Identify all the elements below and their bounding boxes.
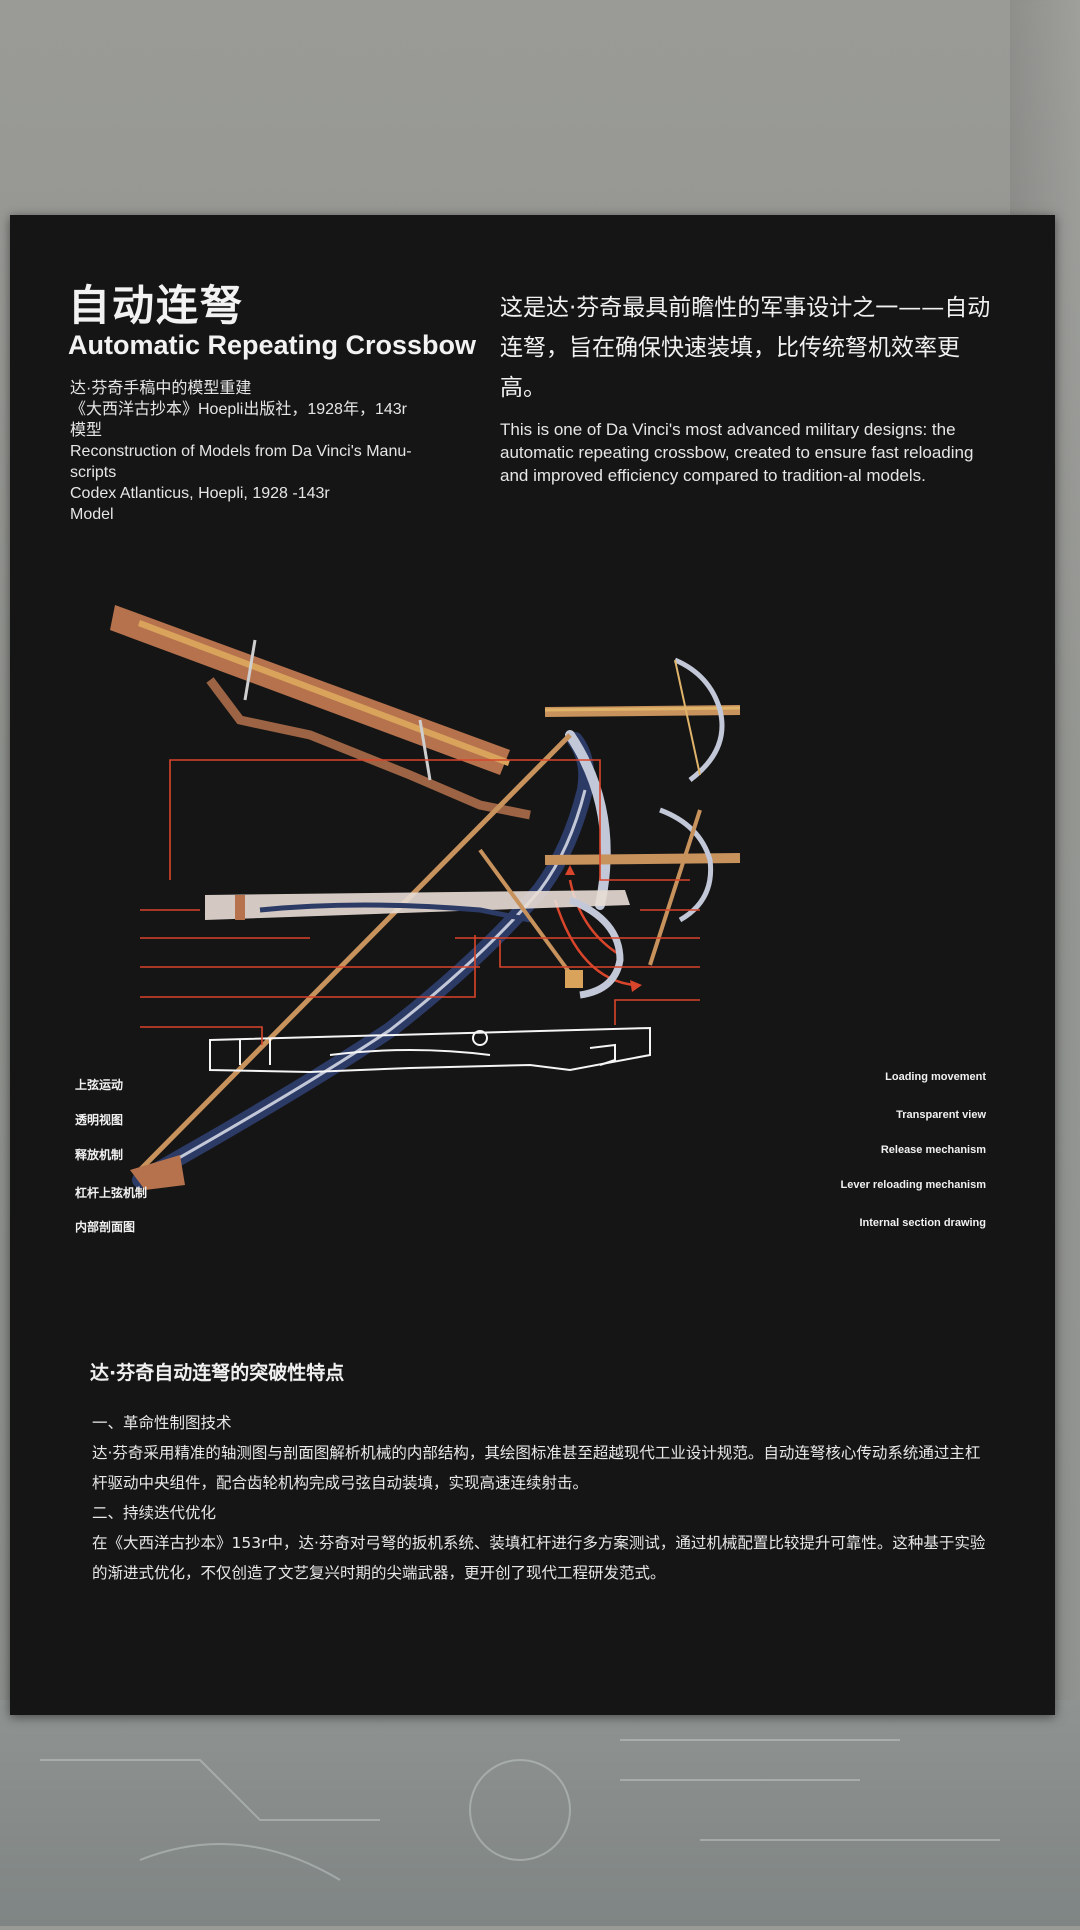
- section-sketch: [209, 1026, 651, 1074]
- meta-line: Model: [70, 506, 114, 523]
- wall-lower-panel: [0, 1700, 1080, 1926]
- meta-line: Codex Atlanticus, Hoepli, 1928 -143r: [70, 485, 330, 502]
- callout-lines: [140, 759, 700, 1045]
- crossbow-side-view: [544, 657, 741, 782]
- label-loading-movement-en: Loading movement: [885, 1071, 986, 1083]
- feature-heading-1: 一、革命性制图技术: [92, 1414, 232, 1432]
- label-transparent-view-cn: 透明视图: [75, 1113, 124, 1127]
- meta-line: 达·芬奇手稿中的模型重建: [70, 380, 252, 397]
- label-transparent-view-en: Transparent view: [896, 1109, 986, 1121]
- features-body: 一、革命性制图技术 达·芬奇采用精准的轴测图与剖面图解析机械的内部结构，其绘图标…: [92, 1408, 992, 1588]
- title-chinese: 自动连弩: [68, 281, 245, 330]
- label-loading-movement-cn: 上弦运动: [75, 1078, 124, 1092]
- label-release-mechanism-en: Release mechanism: [880, 1144, 986, 1156]
- label-lever-reloading-en: Lever reloading mechanism: [840, 1179, 987, 1191]
- title-english: Automatic Repeating Crossbow: [68, 330, 477, 360]
- intro-english: This is one of Da Vinci's most advanced …: [500, 420, 974, 485]
- label-internal-section-cn: 内部剖面图: [75, 1220, 136, 1234]
- feature-heading-2: 二、持续迭代优化: [92, 1504, 217, 1522]
- meta-line: 《大西洋古抄本》Hoepli出版社，1928年，143r: [70, 401, 407, 418]
- intro-chinese: 这是达·芬奇最具前瞻性的军事设计之一——自动连弩，旨在确保快速装填，比传统弩机效…: [500, 295, 991, 401]
- crossbow-illustration: [110, 605, 741, 1190]
- main-crossbow-model: [110, 605, 611, 1190]
- meta-line: 模型: [70, 422, 103, 439]
- wall-sketch-pattern: [40, 1739, 1000, 1881]
- crossbow-loading-view: [544, 807, 741, 992]
- exhibit-board: [10, 215, 1055, 1715]
- feature-paragraph-2: 在《大西洋古抄本》153r中，达·芬奇对弓弩的扳机系统、装填杠杆进行多方案测试，…: [92, 1534, 986, 1582]
- meta-line: scripts: [70, 464, 117, 481]
- model-metadata: 达·芬奇手稿中的模型重建 《大西洋古抄本》Hoepli出版社，1928年，143…: [70, 378, 490, 525]
- label-release-mechanism-cn: 释放机制: [75, 1148, 124, 1162]
- label-lever-reloading-cn: 杠杆上弦机制: [75, 1186, 148, 1200]
- feature-paragraph-1: 达·芬奇采用精准的轴测图与剖面图解析机械的内部结构，其绘图标准甚至超越现代工业设…: [92, 1444, 981, 1492]
- features-title: 达·芬奇自动连弩的突破性特点: [90, 1362, 345, 1384]
- crossbow-transparent-view: [205, 848, 630, 999]
- label-internal-section-en: Internal section drawing: [859, 1217, 986, 1229]
- meta-line: Reconstruction of Models from Da Vinci's…: [70, 443, 412, 460]
